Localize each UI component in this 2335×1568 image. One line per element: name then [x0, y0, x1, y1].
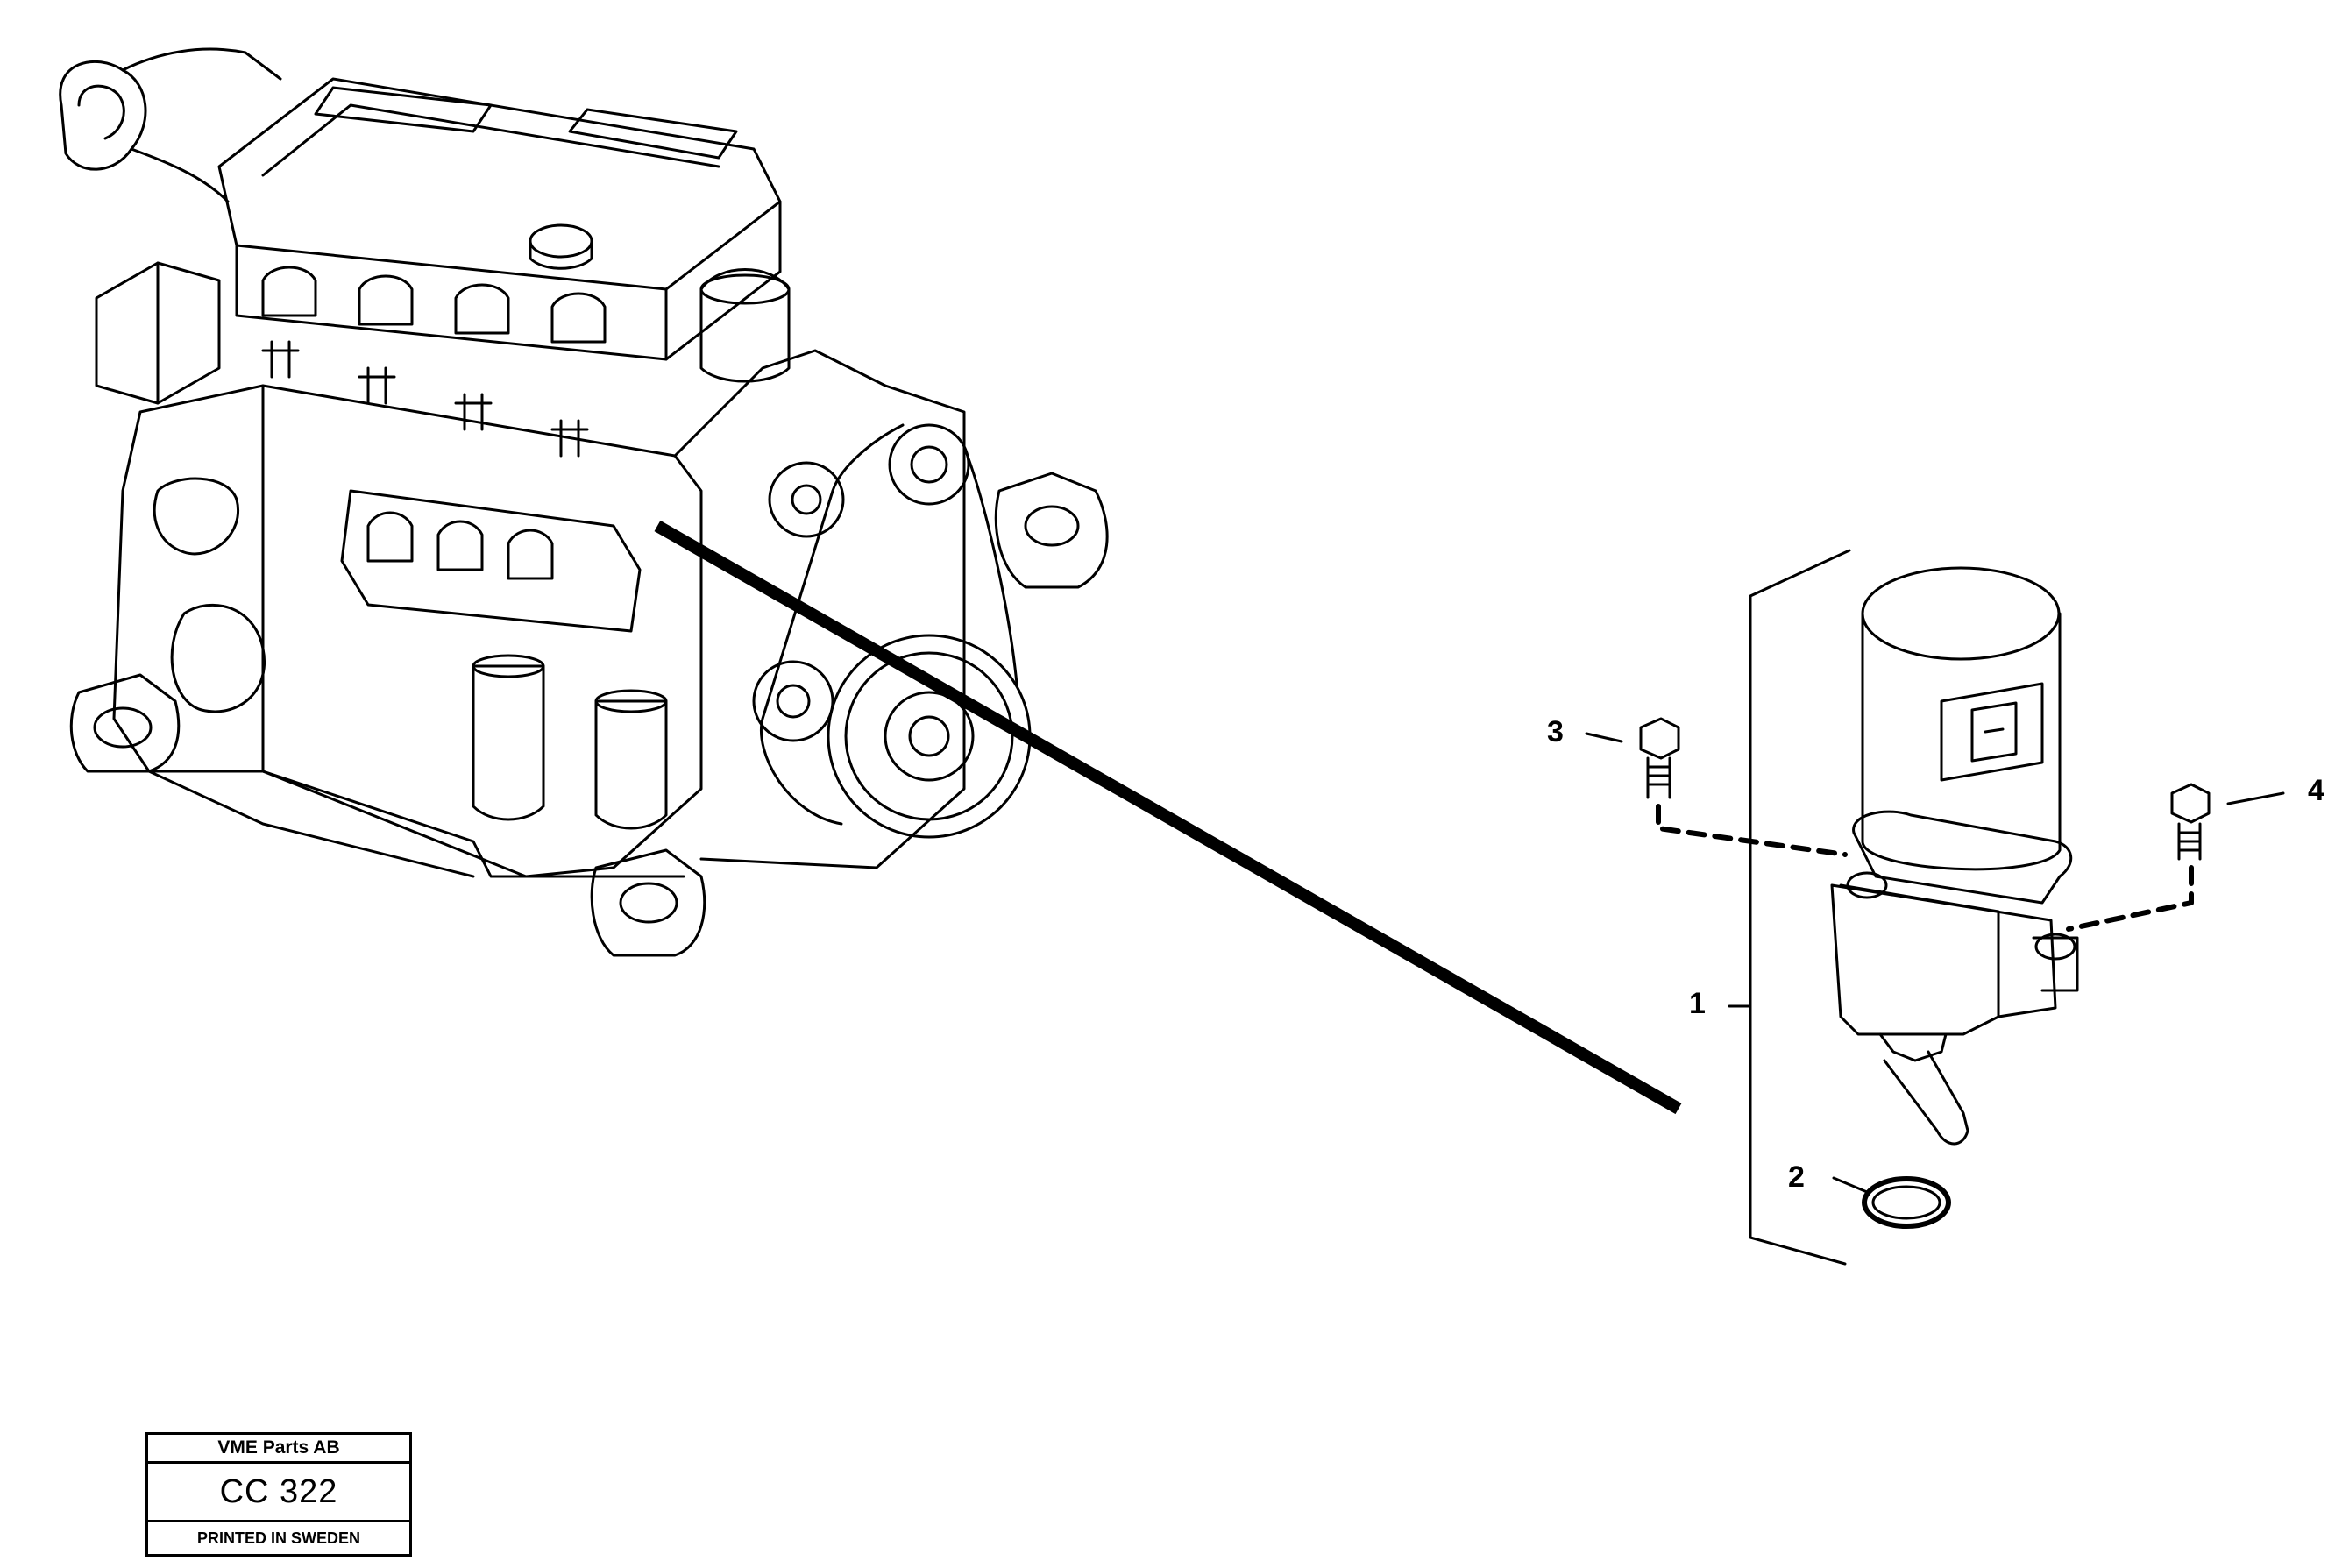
- callout-1-bracket: [1749, 549, 1851, 1266]
- screw-4-dashed-path: [2066, 865, 2194, 932]
- callout-1-label: 1: [1689, 987, 1706, 1020]
- callout-4-label: 4: [2308, 774, 2324, 807]
- callout-3-label: 3: [1547, 715, 1564, 749]
- drawing-code: CC 322: [148, 1464, 409, 1522]
- oil-filter-illustration: [1830, 566, 2079, 1146]
- screw-3-illustration: [1639, 717, 1680, 799]
- company-name: VME Parts AB: [148, 1435, 409, 1464]
- screw-3-dashed-path: [1656, 804, 1848, 857]
- engine-illustration: [59, 47, 1109, 957]
- screw-4-illustration: [2170, 783, 2211, 861]
- callout-2-label: 2: [1788, 1160, 1805, 1194]
- o-ring-2-illustration: [1862, 1176, 1951, 1229]
- printed-in: PRINTED IN SWEDEN: [196, 1529, 360, 1547]
- leader-bar: [654, 520, 1682, 1115]
- title-block: VME Parts AB CC 322 PRINTED IN SWEDEN: [145, 1432, 412, 1557]
